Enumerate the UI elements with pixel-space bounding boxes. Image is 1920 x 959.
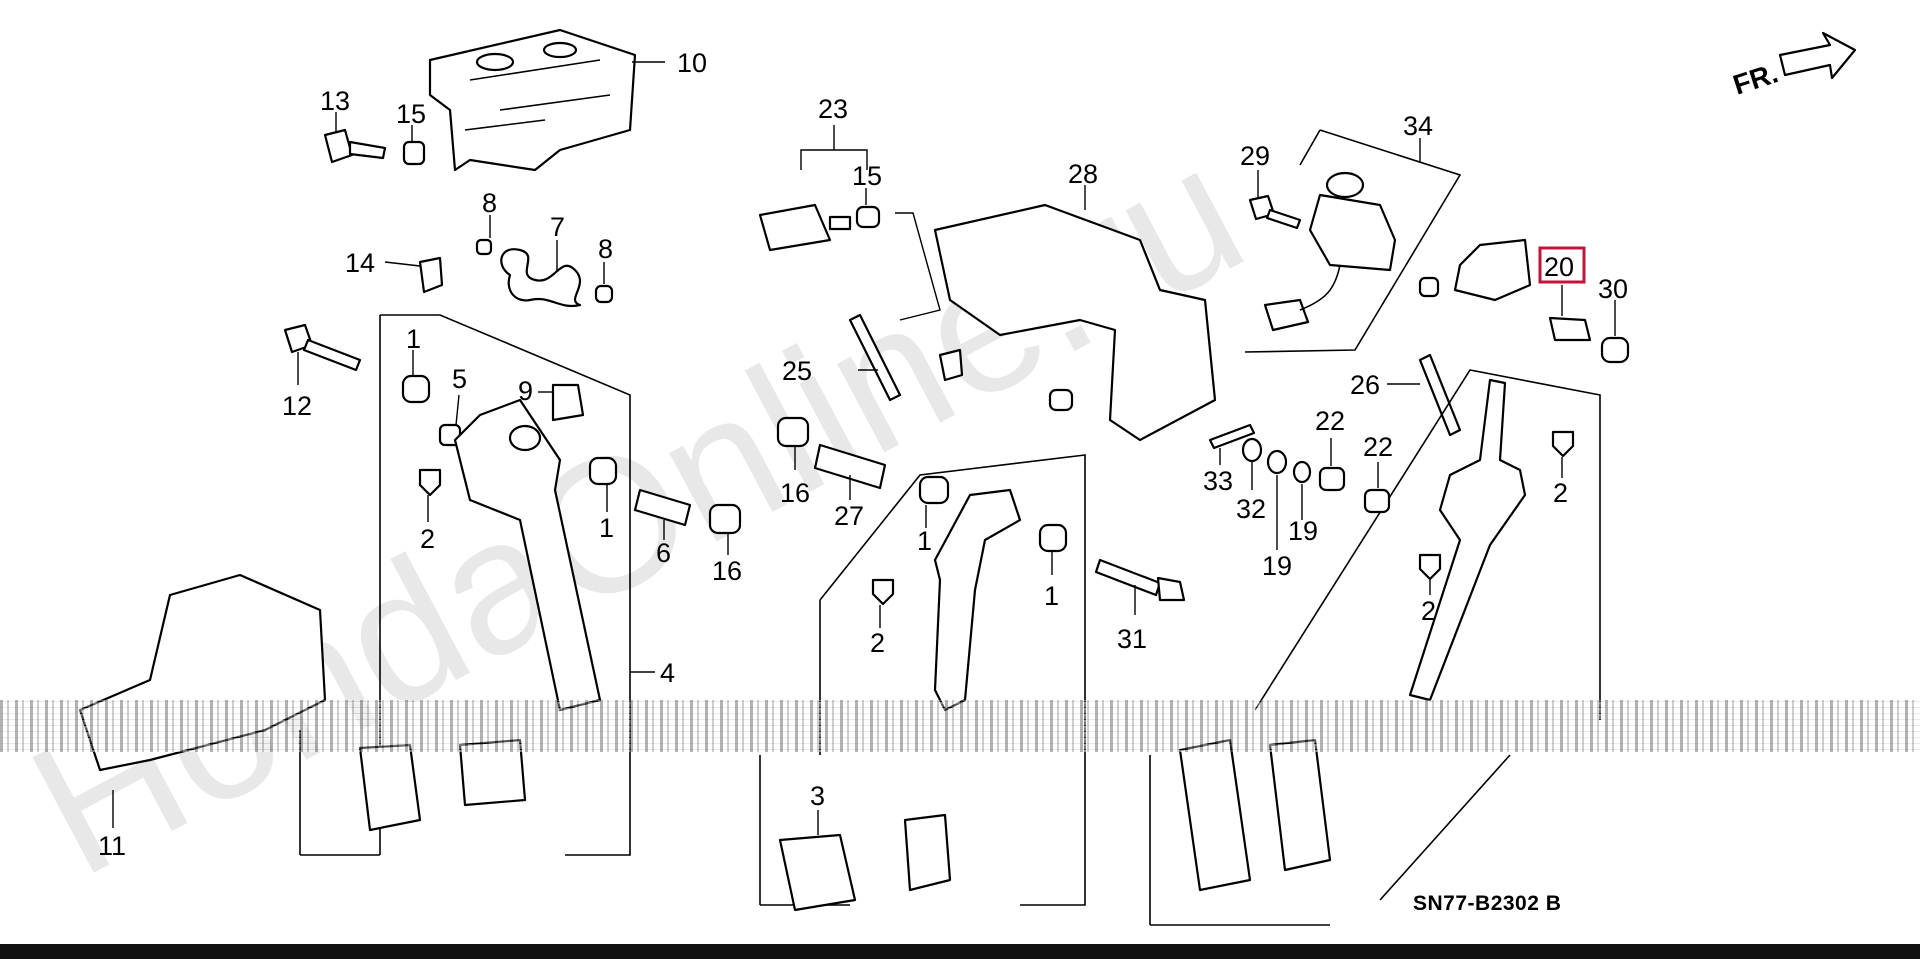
- callout-4: 4: [660, 658, 675, 688]
- sensor-group-outline: [1244, 129, 1462, 353]
- pedal-stop-2-d: [1418, 553, 1442, 581]
- pedal-group-outline-left: [380, 314, 631, 856]
- callout-20: 20: [1544, 252, 1574, 282]
- callout-33: 33: [1203, 466, 1233, 496]
- callout-27: 27: [834, 501, 864, 531]
- bushing-1-a: [401, 374, 431, 404]
- collar-6: [633, 488, 692, 527]
- callout-8: 8: [482, 188, 497, 218]
- callout-15: 15: [396, 99, 426, 129]
- bottom-bar: [0, 944, 1920, 959]
- callout-23: 23: [818, 94, 848, 124]
- accelerator-pad: [1178, 738, 1252, 892]
- callout-5: 5: [452, 364, 467, 394]
- front-direction-arrow-icon: [1778, 31, 1857, 80]
- spring-25: [848, 313, 902, 402]
- callout-13: 13: [320, 86, 350, 116]
- bushing-1-c: [918, 475, 950, 505]
- clip-8-right: [594, 284, 614, 304]
- callout-7: 7: [550, 212, 565, 242]
- pedal-stop-2-b: [871, 578, 895, 606]
- callout-15: 15: [852, 161, 882, 191]
- pedal-bracket: [428, 28, 637, 172]
- callout-22: 22: [1363, 432, 1393, 462]
- clip-9: [551, 383, 585, 422]
- bolt-14: [418, 256, 444, 294]
- nut-16-b: [708, 503, 742, 535]
- front-direction-label: FR.: [1729, 57, 1781, 100]
- callout-25: 25: [782, 356, 812, 386]
- nut-22-a: [1318, 466, 1346, 492]
- pedal-stopper-bracket: [1453, 238, 1532, 302]
- callout-31: 31: [1117, 624, 1147, 654]
- cotter-pin-33: [1208, 423, 1256, 450]
- pipe-27: [813, 443, 887, 490]
- switch-23: [758, 203, 832, 252]
- callout-16: 16: [712, 556, 742, 586]
- nut-30: [1600, 336, 1630, 364]
- callout-11: 11: [98, 831, 126, 861]
- callout-2: 2: [420, 524, 435, 554]
- washer-32: [1241, 437, 1263, 463]
- return-spring: [500, 248, 582, 308]
- washer-19-a: [1266, 449, 1288, 475]
- washer-19-b: [1292, 460, 1312, 484]
- pedal-stop-2-a: [418, 468, 442, 497]
- callout-labels: 10 13 15 8 7 8 14 12 1 5 9 2 1 4 11 23 1…: [98, 48, 1628, 861]
- callout-1: 1: [406, 324, 421, 354]
- callout-29: 29: [1240, 141, 1270, 171]
- callout-19: 19: [1262, 551, 1292, 581]
- pedal-stop-2-c: [1551, 430, 1575, 458]
- callout-22: 22: [1315, 406, 1345, 436]
- highlight-box: [1538, 246, 1586, 284]
- callout-2: 2: [1553, 478, 1568, 508]
- brake-pedal-arm: [933, 488, 1022, 712]
- lever-11: [78, 573, 327, 772]
- pedal-group-outline-center: [819, 454, 1086, 906]
- pedal-bracket-28: [933, 203, 1217, 442]
- callout-12: 12: [282, 391, 312, 421]
- diagram-code: SN77-B2302 B: [1413, 892, 1561, 915]
- pedal-pad-center: [778, 833, 857, 912]
- callout-14: 14: [345, 248, 375, 278]
- callout-9: 9: [518, 376, 533, 406]
- bushing-1-b: [588, 456, 618, 486]
- callout-2: 2: [870, 628, 885, 658]
- callout-1: 1: [917, 526, 932, 556]
- nut-22-b: [1363, 488, 1391, 514]
- bolt-31: [1094, 558, 1162, 597]
- callout-16: 16: [780, 478, 810, 508]
- callout-8: 8: [598, 234, 613, 264]
- scan-noise-band: [0, 700, 1920, 752]
- callout-32: 32: [1236, 494, 1266, 524]
- callout-28: 28: [1068, 159, 1098, 189]
- nut-16-a: [776, 416, 810, 448]
- callout-3: 3: [810, 781, 825, 811]
- callout-1: 1: [1044, 581, 1059, 611]
- callout-6: 6: [656, 538, 671, 568]
- callout-30: 30: [1598, 274, 1628, 304]
- pedal-group-outline-right: [1254, 369, 1601, 720]
- bolt-13: [323, 128, 354, 164]
- sensor-34: [1308, 193, 1397, 272]
- pedal-pad-left: [358, 743, 422, 832]
- nut-15-b: [855, 205, 881, 229]
- callout-34: 34: [1403, 111, 1433, 141]
- callout-2: 2: [1421, 596, 1436, 626]
- nut-15: [402, 140, 426, 166]
- spring-26: [1418, 353, 1462, 437]
- callout-1: 1: [599, 513, 614, 543]
- accelerator-arm: [1408, 378, 1527, 702]
- clip-8-left: [475, 238, 493, 256]
- callout-26: 26: [1350, 370, 1380, 400]
- collar-20: [1548, 316, 1592, 342]
- callout-19: 19: [1288, 516, 1318, 546]
- clutch-pedal-arm: [453, 398, 602, 712]
- callout-10: 10: [677, 48, 707, 78]
- bushing-1-d: [1038, 523, 1068, 553]
